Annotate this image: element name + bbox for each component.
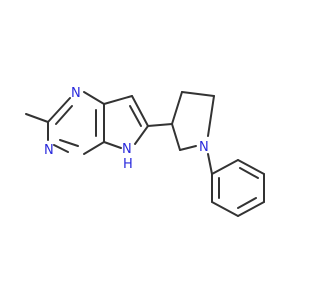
molecule-drawing: N N N H N <box>25 86 265 217</box>
bond-methyl <box>25 113 49 123</box>
bond-ph-5-6 <box>211 201 239 217</box>
atom-n1-label: N <box>71 86 81 101</box>
bond-n1-c7a <box>83 91 105 105</box>
atom-n3-label: N <box>44 143 54 158</box>
atom-pyrrolidine-n-label: N <box>199 140 209 155</box>
bond-c6-nh <box>134 125 149 145</box>
bond-c2-n1 <box>47 97 71 123</box>
bond-ph-4-5 <box>237 201 265 217</box>
atom-n3: N <box>44 143 54 158</box>
bond-c7a-c7 <box>103 95 133 105</box>
bond-pyr-n-c2 <box>179 145 197 151</box>
atom-n1: N <box>71 86 81 101</box>
bond-pyr-c3-c4 <box>171 91 183 125</box>
atom-nh: N H <box>122 142 133 172</box>
bond-n-phenyl <box>207 153 213 175</box>
bond-pyr-c2-c3 <box>171 123 181 151</box>
bond-ph-inner-b <box>237 197 257 209</box>
bond-nh-c3a <box>103 141 122 149</box>
bond-ph-1-2 <box>211 159 239 175</box>
bond-ph-2-3 <box>237 159 265 175</box>
bond-c4-n3-inner <box>59 139 79 147</box>
bond-pyr-c5-n <box>207 95 215 137</box>
bond-c2-n1-inner <box>55 105 73 125</box>
bond-c6-pyrrolidine <box>147 123 173 127</box>
bond-c7-c6-inner <box>129 105 142 127</box>
atom-nh-n-label: N <box>122 142 132 157</box>
bond-c3a-c4 <box>83 141 105 155</box>
atom-nh-h-label: H <box>123 157 133 172</box>
structure-canvas: N N N H N <box>25 86 265 217</box>
bond-c4-n3 <box>53 144 69 153</box>
bond-c7-c6 <box>131 95 149 127</box>
atom-pyrrolidine-n: N <box>199 140 209 155</box>
bond-pyr-c4-c5 <box>181 91 215 97</box>
bond-ph-inner-a <box>239 167 259 179</box>
